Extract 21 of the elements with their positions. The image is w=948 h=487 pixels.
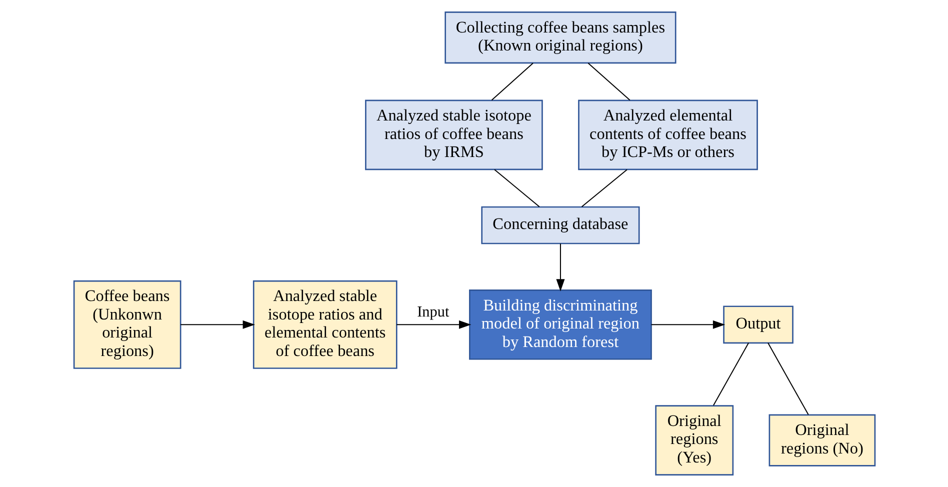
node-box: Analyzed elemental contents of coffee beans by ICP-Ms or others bbox=[578, 100, 758, 170]
node-box: Concerning database bbox=[480, 206, 640, 244]
node-box: Analyzed stable isotope ratios and elemental contents of coffee beans bbox=[252, 280, 397, 369]
connector bbox=[490, 62, 533, 100]
node-box: Output bbox=[722, 306, 793, 344]
connector bbox=[767, 342, 808, 415]
connector bbox=[494, 169, 540, 208]
node-box: Original regions (No) bbox=[768, 414, 876, 466]
node-box: Analyzed stable isotope ratios of coffee beans by IRMS bbox=[364, 100, 542, 170]
connector bbox=[712, 342, 749, 406]
arrow bbox=[396, 320, 471, 329]
arrow bbox=[650, 320, 725, 329]
node-box: Building discriminating model of original region by Random forest bbox=[468, 290, 652, 360]
connector bbox=[587, 62, 630, 100]
arrow bbox=[556, 244, 564, 292]
node-box: Original regions (Yes) bbox=[654, 405, 734, 476]
arrow bbox=[180, 320, 254, 329]
edge-label: Input bbox=[416, 304, 449, 321]
node-box: Collecting coffee beans samples (Known original regions) bbox=[444, 12, 676, 64]
node-box: Coffee beans (Unkonwn original regions) bbox=[72, 280, 181, 369]
connector bbox=[580, 169, 627, 208]
